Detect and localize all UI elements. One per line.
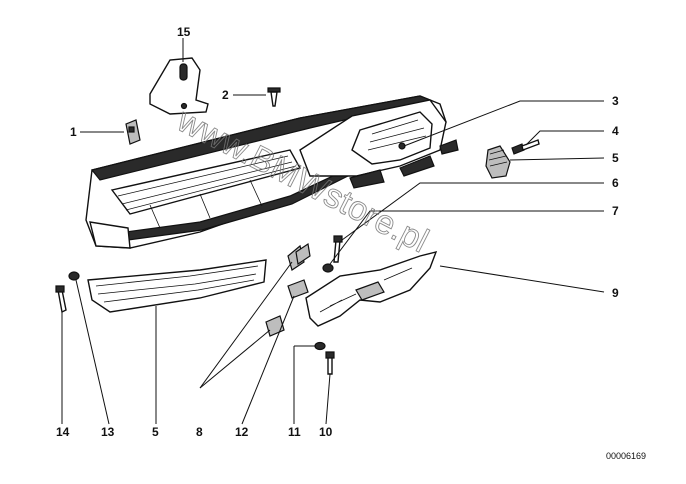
washer-part-13 bbox=[68, 271, 80, 281]
wood-trim-strip-part-5 bbox=[87, 259, 267, 313]
callout-11: 11 bbox=[288, 425, 301, 439]
callout-5-lower: 5 bbox=[152, 425, 159, 439]
callout-8: 8 bbox=[196, 425, 203, 439]
washer-part-7 bbox=[322, 263, 334, 273]
screw-part-4 bbox=[511, 139, 540, 155]
callout-10: 10 bbox=[319, 425, 333, 439]
callout-2: 2 bbox=[222, 88, 229, 102]
callout-7: 7 bbox=[612, 204, 619, 218]
callout-13: 13 bbox=[101, 425, 115, 439]
callout-14: 14 bbox=[56, 425, 70, 439]
callout-6: 6 bbox=[612, 176, 619, 190]
screw-part-2 bbox=[267, 87, 281, 107]
callout-3: 3 bbox=[612, 94, 619, 108]
callout-labels: 15 2 1 3 4 5 6 7 9 14 13 5 8 12 11 10 bbox=[56, 25, 619, 439]
washer-part-11 bbox=[314, 341, 326, 351]
clip-part-8-upper bbox=[287, 242, 311, 271]
callout-5-right: 5 bbox=[612, 151, 619, 165]
diagram-reference-number: 00006169 bbox=[606, 451, 646, 461]
mount-bracket-part-5-right bbox=[485, 145, 511, 179]
lower-cover-panel-part-9 bbox=[305, 250, 438, 327]
screw-part-14 bbox=[55, 285, 67, 314]
clip-part-12 bbox=[287, 279, 309, 299]
callout-15: 15 bbox=[177, 25, 191, 39]
callout-9: 9 bbox=[612, 286, 619, 300]
callout-4: 4 bbox=[612, 124, 619, 138]
bracket-part-15 bbox=[149, 57, 209, 115]
callout-12: 12 bbox=[235, 425, 249, 439]
leader-lines bbox=[61, 38, 605, 425]
dashboard-trim-body bbox=[85, 95, 459, 249]
callout-1: 1 bbox=[70, 125, 77, 139]
screw-part-10 bbox=[325, 351, 335, 375]
clip-nut-part-1 bbox=[125, 119, 141, 145]
